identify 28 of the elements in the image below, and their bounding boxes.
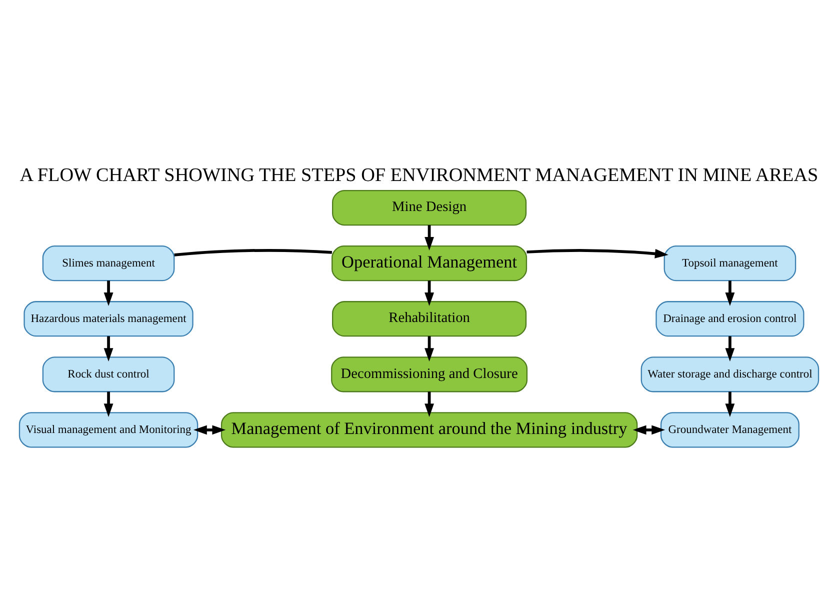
diagram-title: A FLOW CHART SHOWING THE STEPS OF ENVIRONMENT MANAGEMENT IN MINE AREAS	[20, 164, 818, 186]
arrow	[424, 336, 434, 362]
arrow	[104, 336, 114, 362]
node-box: Water storage and discharge control	[640, 356, 820, 392]
node-box: Slimes management	[42, 245, 175, 281]
node-box: Topsoil management	[664, 245, 796, 281]
node-box: Rehabilitation	[332, 300, 527, 336]
arrow	[725, 280, 735, 306]
node-box: Decommissioning and Closure	[331, 356, 528, 392]
arrow	[632, 424, 666, 434]
arrow	[526, 248, 668, 258]
arrow	[424, 224, 434, 250]
arrow	[193, 424, 226, 434]
arrow	[725, 336, 735, 362]
connector	[174, 248, 332, 256]
node-box: Drainage and erosion control	[656, 300, 804, 336]
arrow	[725, 391, 735, 417]
node-box: Mine Design	[332, 189, 527, 226]
node-box: Visual management and Monitoring	[18, 412, 198, 448]
arrow	[104, 280, 114, 306]
arrow	[104, 391, 114, 417]
node-box: Hazardous materials management	[24, 300, 194, 336]
arrow	[424, 280, 434, 306]
arrow	[424, 391, 434, 417]
node-box: Management of Environment around the Mining industry	[220, 412, 638, 448]
node-box: Groundwater Management	[660, 412, 800, 448]
node-box: Operational Management	[332, 245, 528, 281]
node-box: Rock dust control	[42, 356, 175, 392]
